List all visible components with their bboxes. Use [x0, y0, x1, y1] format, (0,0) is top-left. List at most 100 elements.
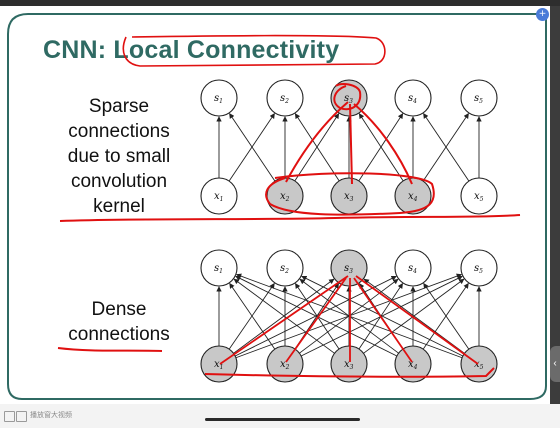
node-label: x2	[280, 191, 290, 203]
node-label: x4	[408, 359, 418, 371]
node-label: x5	[474, 191, 484, 203]
sparse-output-node-s2: s2	[266, 79, 304, 117]
sparse-edge	[422, 113, 469, 182]
node-circle	[394, 345, 432, 383]
sparse-input-node-x3: x3	[330, 177, 368, 215]
sparse-edge	[294, 113, 340, 182]
dense-output-node-s4: s4	[394, 249, 432, 287]
node-label: s1	[214, 263, 223, 275]
node-circle	[266, 249, 304, 287]
sparse-connections-label: Sparse connections due to small convolut…	[44, 94, 194, 219]
dense-red-edge	[285, 277, 347, 363]
node-circle	[460, 249, 498, 287]
node-circle	[460, 177, 498, 215]
sparse-input-node-x1: x1	[200, 177, 238, 215]
red-annotations	[57, 34, 521, 378]
dense-label-line: connections	[68, 324, 170, 345]
node-circle	[200, 177, 238, 215]
connectivity-diagram: s1 s2 s3 s4 s5 x1 x2 x3 x4 x5 s1 s2 s3 s4 s5 x1 x2 x3 x4 x5	[57, 34, 521, 383]
slide: CNN: Local Connectivity Sparse connectio…	[0, 6, 550, 404]
node-label: x2	[280, 359, 290, 371]
dense-red-edge	[219, 275, 349, 365]
dense-edge	[235, 276, 398, 357]
sparse-edge	[294, 113, 340, 182]
dense-edge	[363, 278, 465, 354]
node-circle	[200, 249, 238, 287]
node-label: s3	[344, 93, 353, 105]
network-nodes: s1 s2 s3 s4 s5 x1 x2 x3 x4 x5 s1 s2 s3 s4 s5 x1 x2 x3 x4 x5	[200, 79, 498, 383]
dense-edge	[233, 278, 335, 354]
dense-edges	[216, 273, 482, 359]
dense-label-underline-annotation	[57, 347, 163, 352]
node-label: s2	[280, 93, 289, 105]
sparse-edge	[358, 113, 404, 182]
node-label: s2	[280, 263, 289, 275]
player-caption: 播放窗大视频	[30, 411, 72, 419]
sparse-input-node-x4: x4	[394, 177, 432, 215]
node-label: s5	[474, 263, 483, 275]
dense-edge	[229, 282, 276, 350]
node-circle	[266, 79, 304, 117]
dense-inputs-line-annotation	[204, 367, 495, 378]
node-circle	[394, 79, 432, 117]
dense-connections-label: Dense connections	[44, 297, 194, 347]
dense-output-node-s5: s5	[460, 249, 498, 287]
sparse-label-line: convolution	[70, 171, 168, 192]
slide-frame	[7, 13, 547, 400]
dense-edge	[422, 282, 469, 350]
dense-edge	[423, 282, 470, 350]
sparse-output-node-s1: s1	[200, 79, 238, 117]
sparse-edge	[228, 113, 275, 182]
node-circle	[330, 345, 368, 383]
node-label: x1	[214, 191, 223, 203]
sparse-red-edge	[353, 103, 413, 185]
dense-label-line: Dense	[91, 299, 147, 320]
node-label: s1	[214, 93, 223, 105]
dense-red-edge	[353, 277, 413, 363]
node-circle	[394, 249, 432, 287]
node-label: x5	[474, 359, 484, 371]
top-strip	[0, 0, 560, 6]
progress-bar[interactable]	[205, 418, 360, 421]
node-label: s4	[408, 93, 417, 105]
sparse-edge	[358, 113, 404, 182]
node-label: x3	[344, 191, 354, 203]
sparse-output-node-s5: s5	[460, 79, 498, 117]
sparse-label-line: due to small	[67, 146, 171, 167]
node-label: s3	[344, 263, 353, 275]
node-circle	[266, 345, 304, 383]
dense-edge	[228, 282, 275, 350]
node-circle	[200, 345, 238, 383]
sparse-red-edge	[285, 101, 349, 183]
dense-input-node-x4: x4	[394, 345, 432, 383]
sparse-label-line: connections	[68, 121, 170, 142]
sparse-input-node-x5: x5	[460, 177, 498, 215]
dense-red-edge	[355, 275, 479, 365]
sparse-label-line: kernel	[93, 196, 145, 217]
node-circle	[200, 79, 238, 117]
node-label: x1	[214, 359, 223, 371]
s3-circle-annotation	[333, 83, 362, 111]
node-circle	[460, 79, 498, 117]
dense-edge	[363, 278, 465, 354]
dense-output-node-s2: s2	[266, 249, 304, 287]
sparse-red-edge	[349, 103, 353, 185]
subtitle-icon[interactable]	[16, 411, 27, 422]
sparse-edge	[423, 113, 470, 182]
node-label: s4	[408, 263, 417, 275]
chevron-left-icon[interactable]: ‹	[550, 346, 560, 382]
player-bottom-bar: 播放窗大视频	[0, 404, 560, 428]
dense-input-node-x1: x1	[200, 345, 238, 383]
sparse-inputs-loop-annotation	[265, 172, 435, 216]
sparse-label-underline-annotation	[59, 214, 521, 222]
add-icon[interactable]: +	[536, 8, 549, 21]
sparse-edge	[229, 113, 276, 182]
title-underline-annotation	[122, 34, 386, 67]
sparse-label-line: Sparse	[88, 96, 150, 117]
sparse-edges	[216, 113, 482, 182]
node-label: x4	[408, 191, 418, 203]
node-label: x3	[344, 359, 354, 371]
sparse-output-node-s4: s4	[394, 79, 432, 117]
window-icon[interactable]	[4, 411, 15, 422]
node-label: s5	[474, 93, 483, 105]
